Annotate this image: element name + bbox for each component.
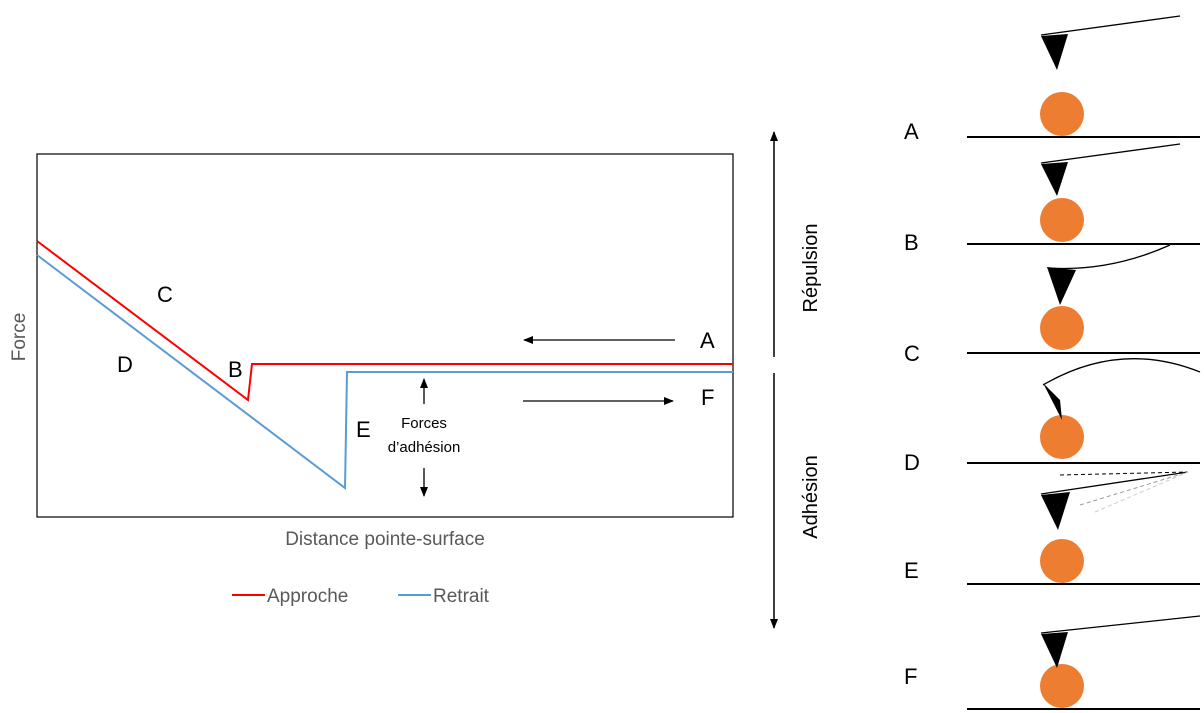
curve-label-d: D (117, 352, 133, 377)
particle (1040, 664, 1084, 708)
cantilever-deflection-dashed (1094, 471, 1189, 513)
cantilever (1040, 471, 1189, 495)
cantilever (1040, 615, 1201, 634)
x-axis-title: Distance pointe-surface (285, 529, 485, 550)
stage-a: A (904, 15, 1200, 144)
cantilever-deflection-dashed (1059, 471, 1189, 476)
cantilever-tip (1041, 34, 1068, 70)
cantilever-tip (1047, 267, 1076, 305)
curve-label-b: B (228, 357, 243, 382)
cantilever (1040, 143, 1181, 164)
stage-c-label: C (904, 341, 920, 366)
cantilever-tip (1041, 162, 1068, 196)
particle (1040, 539, 1084, 583)
particle (1040, 92, 1084, 136)
cantilever (1040, 15, 1181, 36)
particle (1040, 198, 1084, 242)
stage-d: D (904, 358, 1201, 475)
adhesion-region-label: Adhésion (800, 455, 822, 538)
adhesion-annotation-line2: d’adhésion (388, 439, 461, 456)
curve-label-e: E (356, 417, 371, 442)
particle (1040, 306, 1084, 350)
legend-approach-label: Approche (267, 586, 348, 607)
cantilever-tip (1041, 632, 1068, 668)
plot-frame (36, 153, 734, 518)
cantilever (1047, 244, 1171, 270)
cantilever (1042, 358, 1201, 386)
stage-e-label: E (904, 558, 919, 583)
y-axis-title: Force (9, 313, 30, 362)
stage-b-label: B (904, 230, 919, 255)
retract-curve (36, 254, 733, 490)
curve-label-a: A (700, 328, 715, 353)
curve-label-c: C (157, 282, 173, 307)
stage-a-label: A (904, 119, 919, 144)
particle (1040, 415, 1084, 459)
stage-d-label: D (904, 450, 920, 475)
repulsion-label: Répulsion (800, 224, 822, 313)
stage-e: E (904, 471, 1200, 585)
cantilever-deflection-dashed (1079, 471, 1189, 506)
stage-c: C (904, 244, 1200, 366)
approach-curve (36, 240, 733, 402)
cantilever-tip (1041, 492, 1070, 530)
adhesion-annotation-line1: Forces (401, 415, 447, 432)
legend-retract-label: Retrait (433, 586, 490, 607)
stage-f-label: F (904, 664, 917, 689)
cantilever-tip (1043, 383, 1062, 420)
stage-b: B (904, 143, 1200, 255)
stage-f: F (904, 615, 1201, 710)
curve-label-f: F (701, 385, 714, 410)
